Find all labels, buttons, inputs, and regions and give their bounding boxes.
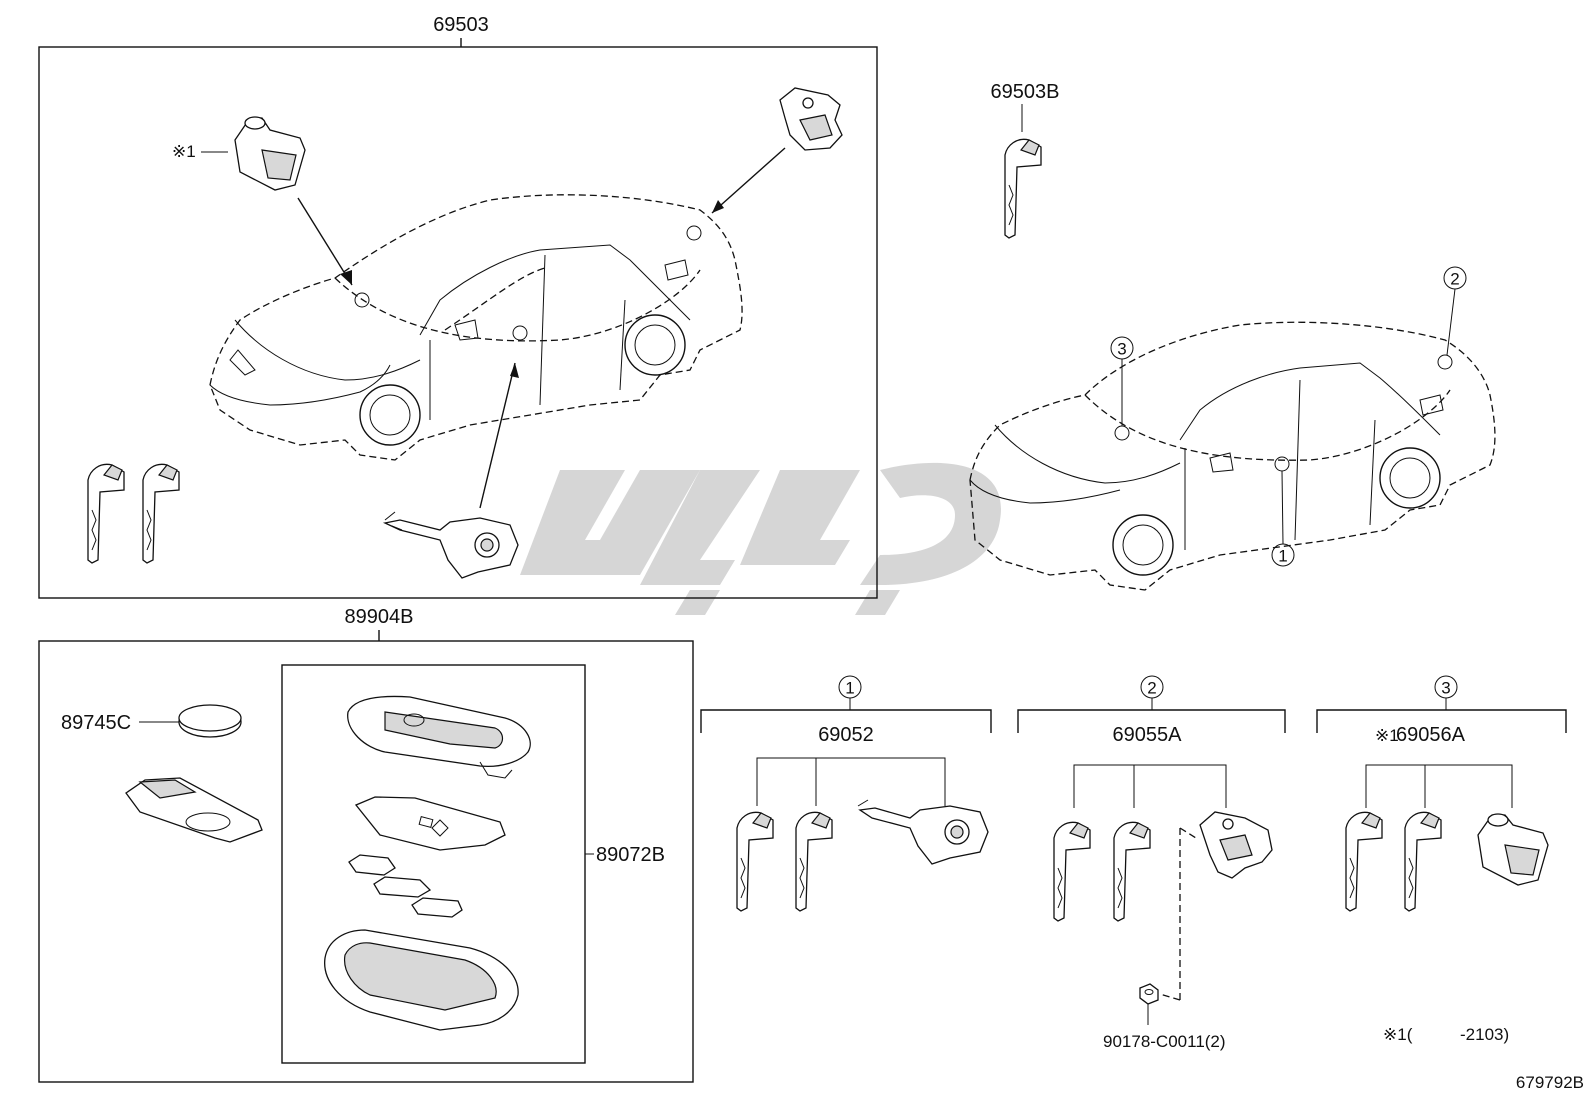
callout-2: 2: [1147, 679, 1156, 698]
label-69055a: 69055A: [1113, 724, 1183, 746]
label-69503b: 69503B: [991, 81, 1060, 103]
group-69055a: 2 69055A 90178-C0011(2): [1017, 675, 1286, 1051]
note-mark-69056a: ※1: [1375, 726, 1399, 745]
callout-2-car: 2: [1443, 266, 1467, 356]
door-cylinder-icon: [857, 799, 989, 865]
key-icon: [142, 463, 180, 564]
key-icon: [87, 463, 125, 564]
group-89904b: 89904B 89745C: [38, 606, 694, 1083]
circuit-board-icon: [125, 777, 263, 843]
car-illustration-left: [209, 194, 743, 461]
key-fob-top-icon: [347, 695, 531, 779]
ignition-cylinder-icon: [1477, 813, 1549, 886]
callout-3-car: 3: [1110, 336, 1134, 426]
svg-text:2: 2: [1450, 270, 1459, 289]
callout-3: 3: [1441, 679, 1450, 698]
group-69503b: 69503B: [991, 81, 1060, 239]
label-69503: 69503: [433, 14, 489, 36]
footnote-value: -2103): [1460, 1025, 1509, 1044]
note-mark-1: ※1: [172, 142, 196, 161]
footnote: ※1( -2103): [1383, 1025, 1509, 1044]
key-icon: [736, 811, 774, 912]
luggage-cylinder-icon: [1199, 811, 1273, 879]
diagram-id: 679792B: [1516, 1073, 1584, 1092]
key-icon: [1345, 811, 1383, 912]
label-90178-c0011: 90178-C0011(2): [1103, 1032, 1226, 1051]
door-cylinder-icon: [382, 511, 519, 579]
key-fob-button-pad-icon: [354, 796, 506, 851]
key-fob-case-icon: [324, 929, 519, 1031]
group-69052: 1 69052: [700, 675, 992, 912]
footnote-mark: ※1(: [1383, 1025, 1413, 1044]
car-illustration-right: [969, 321, 1496, 591]
luggage-cylinder-icon: [779, 87, 843, 151]
svg-text:3: 3: [1117, 340, 1126, 359]
ignition-cylinder-icon: [234, 116, 306, 191]
callout-1-car: 1: [1271, 470, 1295, 567]
label-69052: 69052: [818, 724, 874, 746]
group-69056a: 3 ※1 69056A: [1316, 675, 1567, 912]
callout-1: 1: [845, 679, 854, 698]
watermark: [520, 462, 1001, 615]
key-icon: [795, 811, 833, 912]
battery-icon: [178, 704, 242, 738]
key-icon: [1004, 138, 1042, 239]
key-icon: [1404, 811, 1442, 912]
group-69503: 69503 ※1: [38, 14, 878, 599]
nut-icon: [1139, 983, 1159, 1005]
label-89745c: 89745C: [61, 712, 131, 734]
label-89904b: 89904B: [345, 606, 414, 628]
label-69056a: 69056A: [1396, 724, 1466, 746]
svg-text:1: 1: [1278, 547, 1287, 566]
key-fob-internal-parts-icon: [348, 854, 463, 918]
label-89072b: 89072B: [596, 844, 665, 866]
key-icon: [1053, 821, 1091, 922]
key-icon: [1113, 821, 1151, 922]
